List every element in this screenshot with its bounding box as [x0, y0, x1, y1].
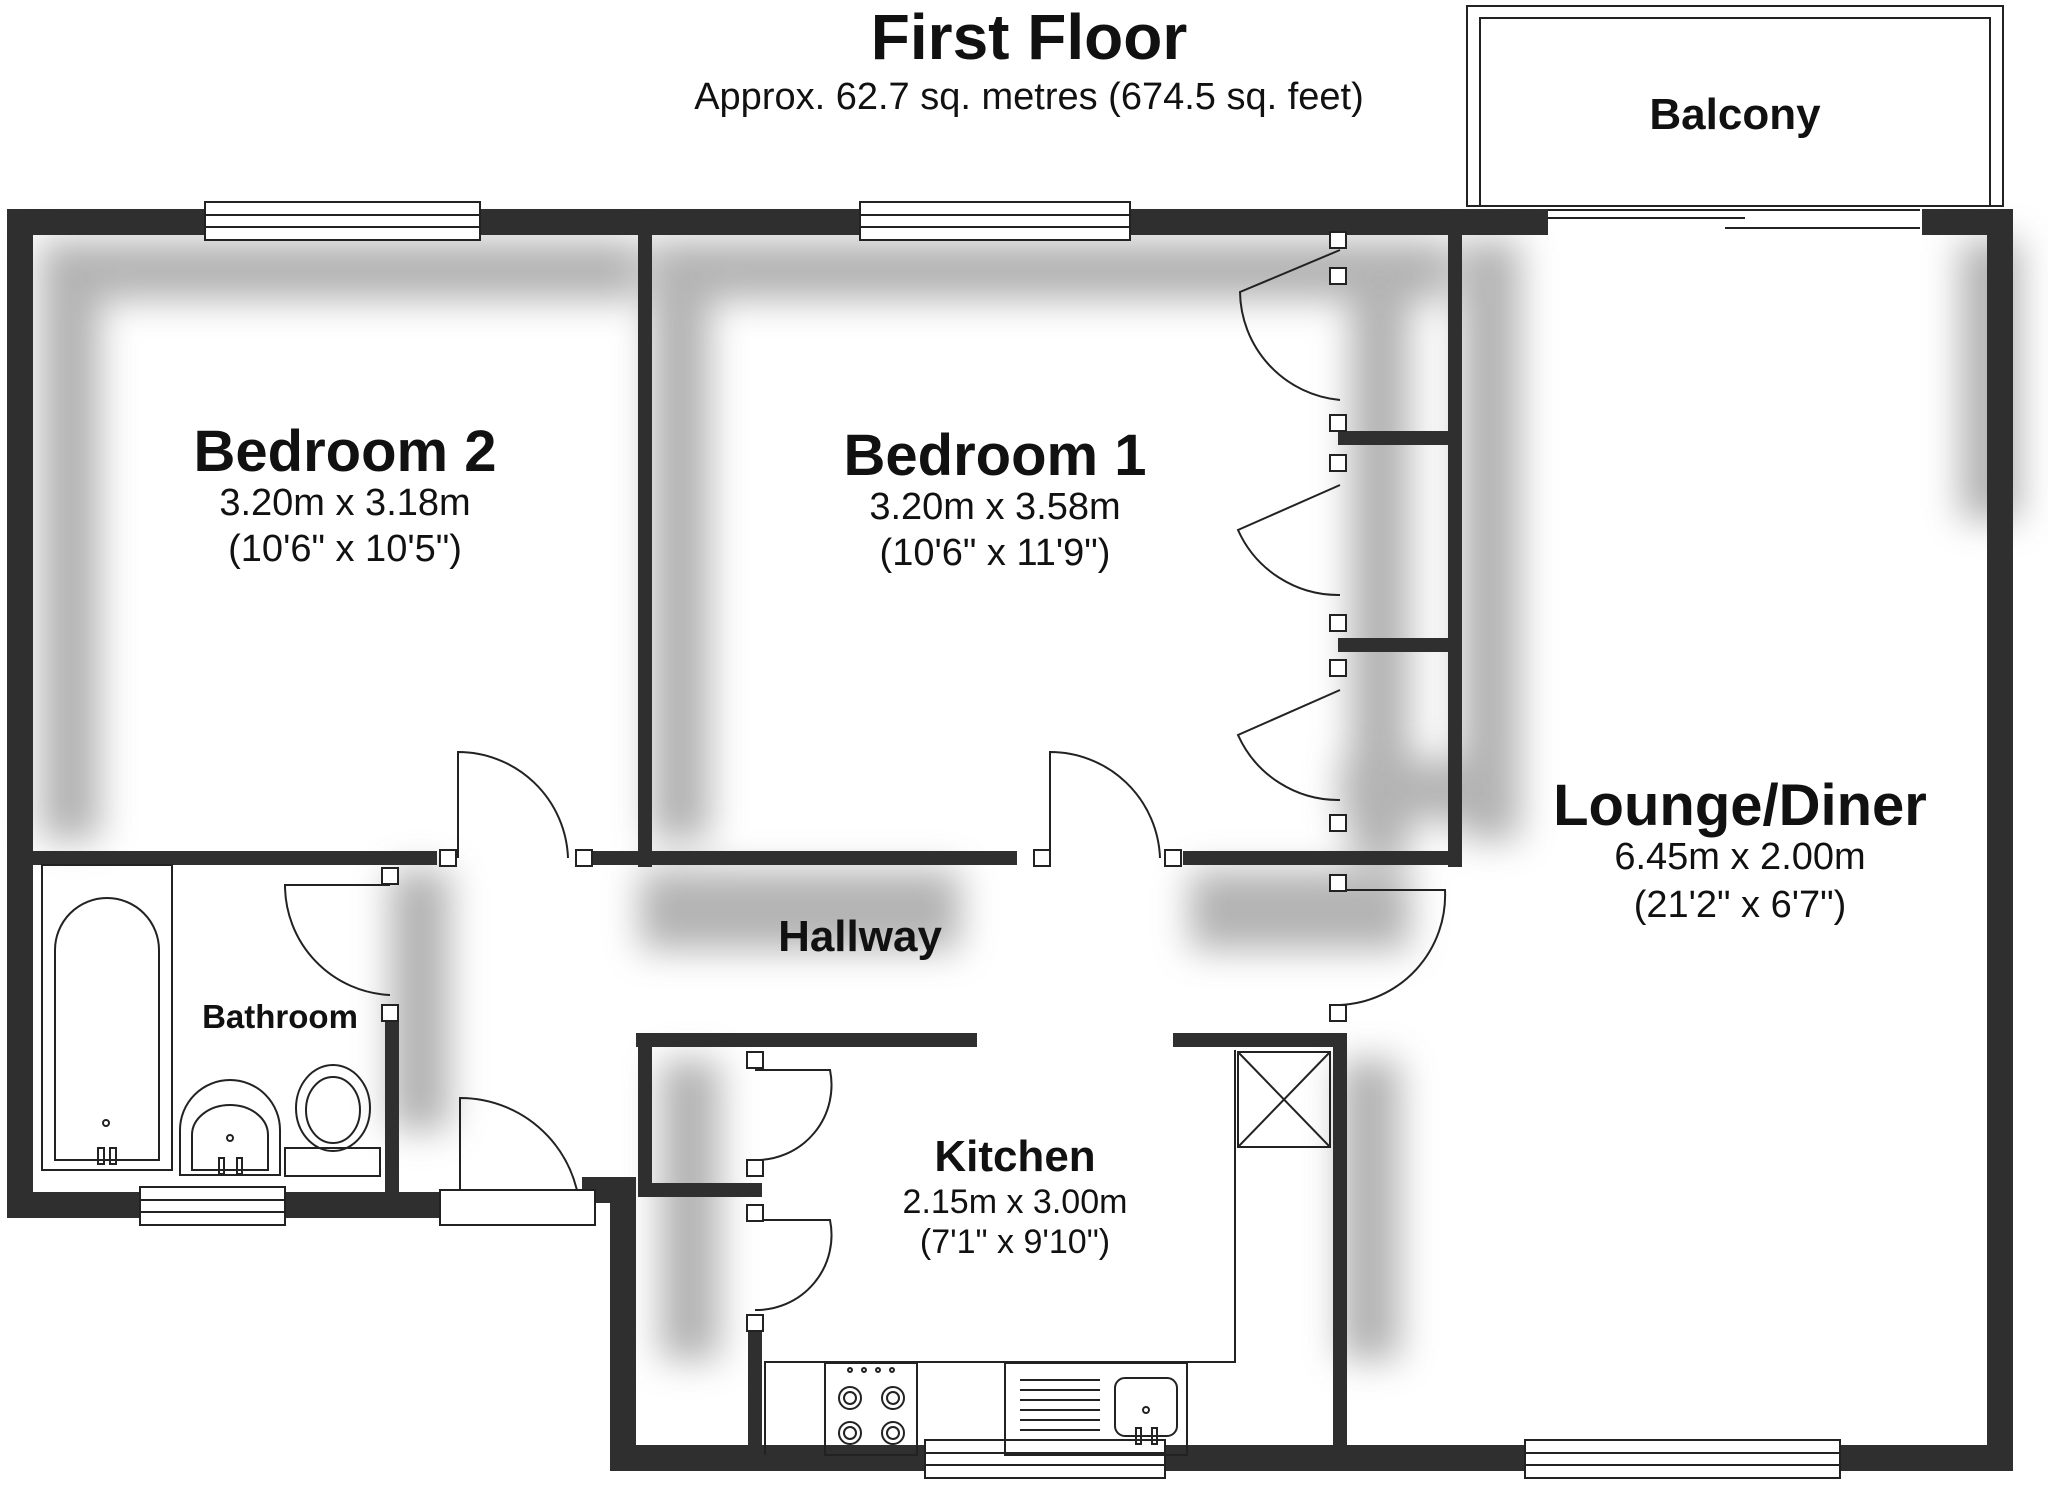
- windows: [139, 201, 1841, 1479]
- room-lounge-name: Lounge/Diner: [1553, 773, 1927, 838]
- doors: [283, 249, 1447, 1312]
- room-kitchen-name: Kitchen: [934, 1132, 1096, 1181]
- balcony: [1466, 5, 2004, 229]
- room-bedroom2-metric: 3.20m x 3.18m: [219, 482, 471, 524]
- jambs: [381, 231, 1347, 1332]
- room-bedroom1-imperial: (10'6" x 11'9"): [879, 532, 1111, 574]
- plan-area: Approx. 62.7 sq. metres (674.5 sq. feet): [694, 76, 1364, 118]
- kitchen-fixtures: [764, 1050, 1331, 1456]
- room-kitchen-imperial: (7'1" x 9'10"): [919, 1223, 1111, 1261]
- room-balcony-name: Balcony: [1649, 90, 1821, 139]
- room-kitchen-metric: 2.15m x 3.00m: [902, 1183, 1128, 1221]
- room-bedroom2-imperial: (10'6" x 10'5"): [228, 528, 462, 570]
- wall-shadows: [40, 240, 2020, 1360]
- room-hallway-name: Hallway: [778, 912, 942, 961]
- plan-title: First Floor: [870, 1, 1188, 73]
- walls: [7, 209, 2013, 1471]
- room-bedroom1-metric: 3.20m x 3.58m: [869, 486, 1121, 528]
- room-bathroom-name: Bathroom: [202, 998, 358, 1035]
- room-bedroom2-name: Bedroom 2: [193, 419, 497, 484]
- room-lounge-imperial: (21'2" x 6'7"): [1633, 884, 1847, 926]
- room-bedroom1-name: Bedroom 1: [843, 423, 1147, 488]
- bathroom-fixtures: [41, 864, 381, 1177]
- room-lounge-metric: 6.45m x 2.00m: [1614, 836, 1866, 878]
